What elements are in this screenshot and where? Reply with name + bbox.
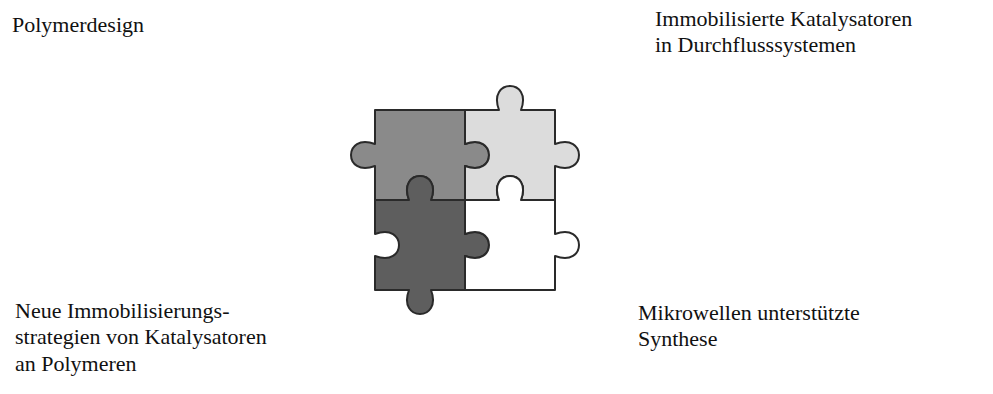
corner-label: Neue Immobilisierungs- strategien von Ka… xyxy=(15,298,280,377)
corner-label: Immobilisierte Katalysatoren in Durchflu… xyxy=(655,6,923,59)
corner-label: Polymerdesign xyxy=(12,12,144,38)
puzzle-piece xyxy=(375,176,489,314)
puzzle-piece xyxy=(465,176,579,290)
corner-label: Mikrowellen unterstützte Synthese xyxy=(638,300,878,353)
